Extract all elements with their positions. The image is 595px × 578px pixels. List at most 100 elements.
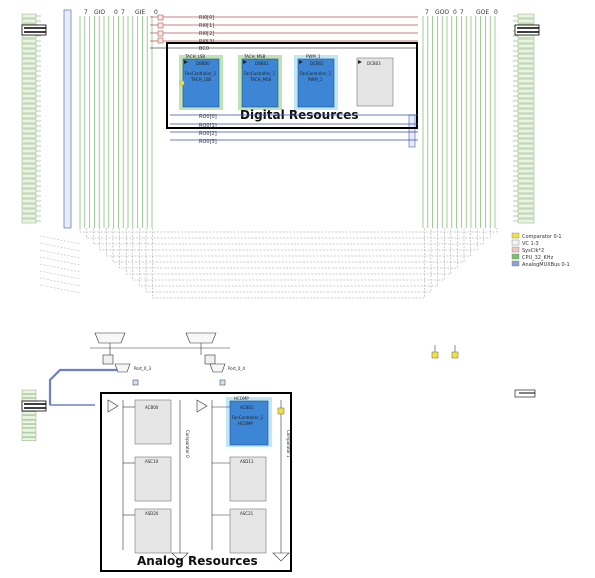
pin-cell	[517, 88, 535, 94]
bus-label: 7	[84, 9, 88, 16]
pin-cell	[21, 123, 37, 129]
pin-cell	[21, 193, 37, 199]
analog-column-0: ACB00 ASC10 ASD20 Comparator 0	[107, 399, 190, 562]
mux-label: Port_0_4	[228, 366, 245, 371]
block-header: HCOMP	[234, 396, 249, 401]
pin-cell	[517, 203, 535, 209]
comparator-label: Comparator 0	[185, 430, 190, 458]
pin-cell	[517, 63, 535, 69]
pin-cell	[517, 213, 535, 219]
comparator-outputs	[431, 345, 459, 359]
block-id: ACB00	[145, 405, 159, 410]
pin-cell	[517, 163, 535, 169]
pin-cell	[21, 58, 37, 64]
block-body	[229, 400, 269, 446]
legend: Comparator 0-1 VC 1-3 SysClk*2 CPU_32_KH…	[511, 232, 570, 268]
pin-cell	[21, 203, 37, 209]
analog-block-asc10[interactable]	[134, 456, 172, 502]
pin-cell	[517, 188, 535, 194]
bus-label: 0	[114, 9, 118, 16]
bottom-left-pin-group	[21, 389, 47, 441]
pin-cell	[517, 158, 535, 164]
ri-marker	[157, 14, 164, 21]
pin-cell	[21, 168, 37, 174]
pin-cell	[21, 13, 37, 19]
ri-marker	[157, 30, 164, 37]
pin-cell	[21, 153, 37, 159]
dashed-routing-lines	[39, 228, 498, 299]
pin-cell	[517, 103, 535, 109]
analog-block-acb00[interactable]	[134, 399, 172, 445]
legend-swatch	[511, 239, 520, 246]
legend-swatch	[511, 232, 520, 239]
bus-label: 0	[494, 9, 498, 16]
block-line2: TACH_MSB	[249, 77, 272, 82]
bus-label: 7	[121, 9, 125, 16]
pin-cell	[517, 193, 535, 199]
analog-block-acb01[interactable]: HCOMP ACB01 FanController_1 HCOMP	[226, 396, 272, 447]
pin-cell	[517, 123, 535, 129]
pin-cell	[21, 218, 37, 224]
analog-block-asd11[interactable]	[229, 456, 267, 502]
bus-label: 7	[425, 9, 429, 16]
pin-cell	[21, 68, 37, 74]
legend-label: SysClk*2	[522, 248, 544, 254]
block-line2: TACH_LSB	[190, 77, 211, 82]
block-id: DCB02	[310, 61, 324, 66]
block-line1: FanController_1	[185, 71, 217, 76]
digital-block-dcb03[interactable]: DCB03	[356, 57, 394, 107]
block-id: ACB01	[240, 405, 254, 410]
legend-label: AnalogMUXBus 0-1	[522, 262, 570, 268]
pin-cell	[517, 153, 535, 159]
pin-cell	[21, 93, 37, 99]
pin-cell	[517, 173, 535, 179]
analog-block-asc21[interactable]	[229, 508, 267, 554]
pin-cell	[21, 118, 37, 124]
pin-cell	[21, 208, 37, 214]
left-pin-column	[21, 13, 47, 224]
block-id: DBB00	[196, 61, 210, 66]
digital-block-dbb01[interactable]: TACH_MSB DBB01 FanController_1 TACH_MSB	[238, 54, 282, 110]
right-global-bus-lines	[422, 16, 496, 228]
ro-label: RO0[3]	[199, 139, 217, 145]
pin-cell	[21, 389, 37, 394]
digital-block-dcb02[interactable]: PWM_1 DCB02 FanController_1 PWM_1	[294, 54, 338, 110]
block-id: ASC10	[145, 459, 159, 464]
top-right-bus-labels: 7 GOO 0 7 GOE 0	[425, 9, 498, 16]
legend-label: VC 1-3	[522, 241, 539, 247]
pin-cell	[21, 18, 37, 24]
bus-label: 0	[154, 9, 158, 16]
pin-cell	[21, 73, 37, 79]
ri-label: RI0[2]	[199, 31, 214, 37]
pin-cell	[21, 108, 37, 114]
digital-resources-box	[166, 42, 418, 129]
pin-cell	[21, 198, 37, 204]
legend-swatch	[511, 253, 520, 260]
pin-cell	[21, 437, 37, 441]
block-clock-arrows	[179, 60, 362, 86]
analog-mux-bus	[48, 368, 118, 405]
analog-input-muxes: Port_0_3 Port_0_4	[90, 332, 245, 386]
pin-cell	[517, 208, 535, 214]
analog-block-asd20[interactable]	[134, 508, 172, 554]
left-global-bus-lines	[79, 16, 153, 228]
block-line1: FanController_1	[232, 415, 264, 420]
block-header: TACH_MSB	[243, 54, 266, 59]
pin-cell	[21, 183, 37, 189]
right-blue-bus	[408, 114, 416, 148]
ri-label: RI0[1]	[199, 23, 214, 29]
right-pin-column	[513, 13, 540, 224]
pin-cell	[517, 138, 535, 144]
pin-cell	[517, 98, 535, 104]
row-input-lines: RI0[0] RI0[1] RI0[2] RI0[3] BC0	[150, 14, 418, 52]
ri-label: RI0[0]	[199, 15, 214, 21]
pin-cell	[21, 78, 37, 84]
digital-block-dbb00[interactable]: TACH_LSB DBB00 FanController_1 TACH_LSB	[179, 54, 223, 110]
pin-cell	[21, 63, 37, 69]
pin-cell	[21, 128, 37, 134]
bus-label: GIE	[135, 9, 145, 16]
pin-cell	[517, 18, 535, 24]
row-output-lines: RO0[0] RO0[1] RO0[2] RO0[3]	[170, 114, 418, 145]
pin-cell	[517, 78, 535, 84]
block-header: PWM_1	[306, 54, 321, 59]
